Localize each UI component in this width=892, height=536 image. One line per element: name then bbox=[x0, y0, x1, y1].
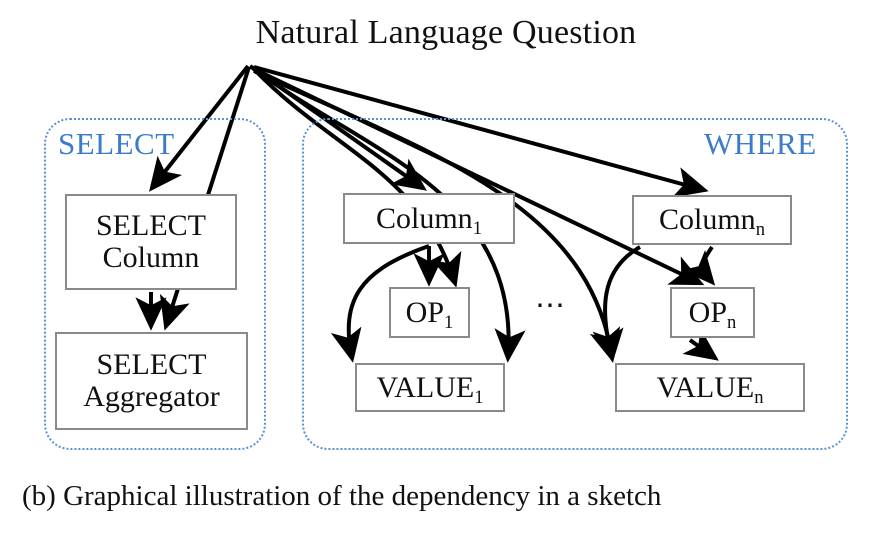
node-op-1-label: OP1 bbox=[405, 295, 454, 333]
figure-caption: (b) Graphical illustration of the depend… bbox=[22, 480, 662, 512]
group-select bbox=[44, 118, 266, 450]
node-select-column[interactable]: SELECT Column bbox=[65, 194, 237, 290]
ellipsis-marker: ⋯ bbox=[535, 289, 567, 322]
node-select-column-line2: Column bbox=[102, 241, 200, 274]
group-label-where: WHERE bbox=[704, 126, 817, 161]
group-where bbox=[302, 118, 848, 450]
node-column-1[interactable]: Column1 bbox=[343, 193, 515, 244]
node-column-n[interactable]: Columnn bbox=[632, 195, 792, 245]
node-value-1-label: VALUE1 bbox=[376, 370, 484, 408]
node-select-aggregator[interactable]: SELECT Aggregator bbox=[55, 332, 248, 430]
node-op-n-label: OPn bbox=[688, 295, 737, 333]
node-op-n[interactable]: OPn bbox=[670, 287, 755, 338]
node-select-column-line1: SELECT bbox=[96, 209, 206, 243]
node-value-n[interactable]: VALUEn bbox=[615, 363, 805, 412]
node-column-1-label: Column1 bbox=[376, 201, 482, 239]
node-op-1[interactable]: OP1 bbox=[389, 287, 470, 338]
group-label-select: SELECT bbox=[58, 126, 175, 161]
node-value-n-label: VALUEn bbox=[656, 370, 764, 408]
node-value-1[interactable]: VALUE1 bbox=[355, 363, 505, 412]
node-select-aggregator-line1: SELECT bbox=[96, 348, 207, 382]
figure-title: Natural Language Question bbox=[255, 14, 637, 51]
node-select-aggregator-line2: Aggregator bbox=[83, 380, 220, 413]
node-column-n-label: Columnn bbox=[659, 203, 765, 241]
